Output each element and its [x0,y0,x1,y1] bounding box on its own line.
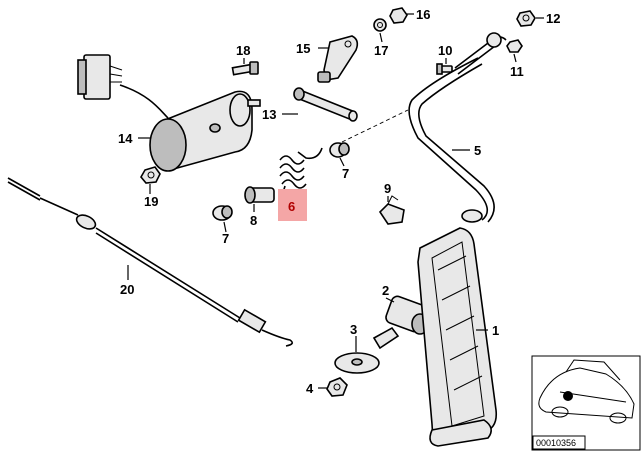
callout-7-upper: 7 [342,166,349,181]
callout-3: 3 [350,322,357,337]
doc-id: 00010356 [536,438,576,448]
part-15-bracket [317,35,359,83]
part-7-bushing-lower [212,205,233,221]
callout-14: 14 [118,131,133,146]
part-4-nut [326,377,348,397]
part-18-bolt [231,61,259,76]
part-14-connector [77,54,123,100]
part-19-nut [140,166,161,184]
part-11-nut [506,39,523,53]
callout-1: 1 [492,323,499,338]
part-9-stopper [378,195,405,225]
assembly-line [341,109,409,143]
callout-6: 6 [288,199,295,214]
callout-18: 18 [236,43,250,58]
part-12-nut [516,10,536,27]
callout-12: 12 [546,11,560,26]
part-2-sensor [372,295,429,350]
callout-17: 17 [374,43,388,58]
part-20-cable [7,177,294,347]
callout-7-lower: 7 [222,231,229,246]
callout-5: 5 [474,143,481,158]
callout-13: 13 [262,107,276,122]
part-10-screw [436,63,453,75]
callout-8: 8 [250,213,257,228]
vehicle-inset: 00010356 [531,355,641,451]
callout-4: 4 [306,381,314,396]
part-5-pedal-arm [408,32,507,223]
callout-10: 10 [438,43,452,58]
callout-2: 2 [382,283,389,298]
callouts: 16 12 15 17 18 10 11 13 14 5 7 6 8 7 9 1… [118,7,560,396]
part-16-nut [389,7,408,24]
leader-lines [127,13,544,389]
part-17-clip [373,18,387,32]
callout-19: 19 [144,194,158,209]
callout-9: 9 [384,181,391,196]
location-marker [563,391,573,401]
highlight-part-6 [278,189,307,221]
part-14-actuator [77,54,261,172]
part-3-washer [334,352,380,374]
callout-15: 15 [296,41,310,56]
part-7-bushing-upper [329,142,350,158]
part-6-spring [279,147,323,197]
part-1-pedal-pad [417,227,498,447]
callout-16: 16 [416,7,430,22]
part-8-sleeve [244,186,275,204]
callout-11: 11 [510,64,524,79]
callout-20: 20 [120,282,134,297]
part-13-shaft [293,87,358,122]
